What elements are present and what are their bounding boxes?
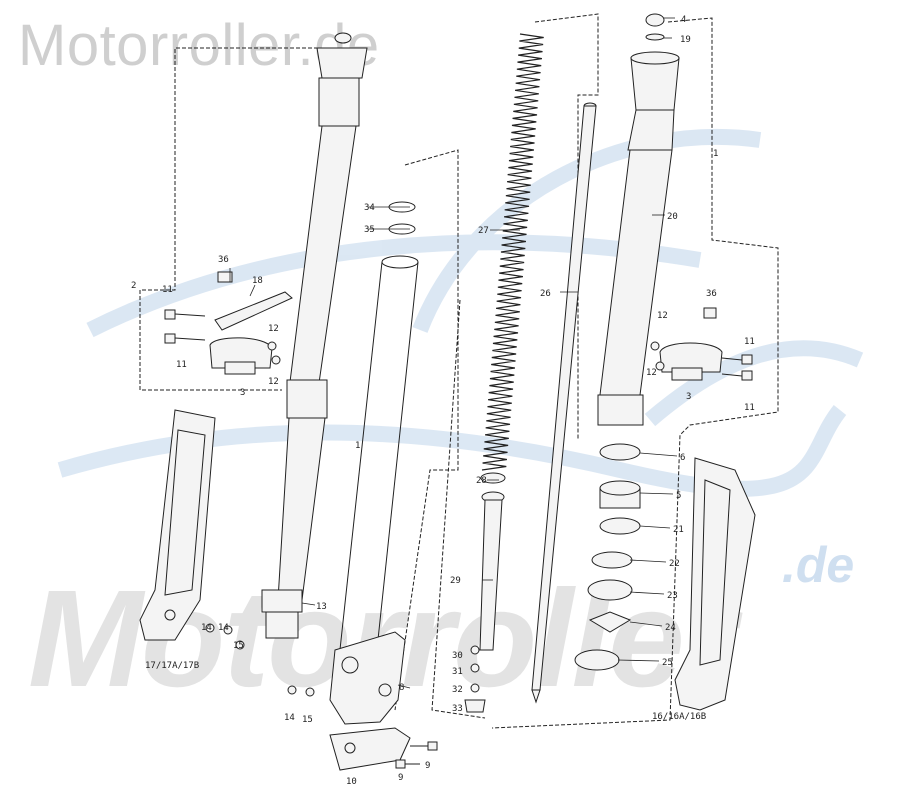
callout-9-b: 9 — [398, 773, 403, 783]
callout-15-b: 15 — [302, 715, 313, 725]
callout-12-right-top: 12 — [657, 311, 668, 321]
left-lower-clamp — [205, 589, 303, 650]
callout-26: 26 — [540, 289, 551, 299]
callout-20: 20 — [667, 212, 678, 222]
callout-11-left-top: 11 — [162, 285, 173, 295]
callout-2: 2 — [131, 281, 136, 291]
callout-32: 32 — [452, 685, 463, 695]
fork-bottom — [329, 631, 406, 725]
right-clamp — [650, 307, 753, 381]
callout-18: 18 — [252, 276, 263, 286]
callout-14-c: 14 — [284, 713, 295, 723]
callout-30: 30 — [452, 651, 463, 661]
callout-35: 35 — [364, 225, 375, 235]
callout-36-left: 36 — [218, 255, 229, 265]
callout-17: 17/17A/17B — [145, 661, 199, 671]
callout-14-a: 14 — [201, 623, 212, 633]
callout-33: 33 — [452, 704, 463, 714]
callout-labels: 4 19 1 20 27 26 34 35 36 18 2 11 11 12 1… — [131, 15, 755, 787]
callout-11-right-bottom: 11 — [744, 403, 755, 413]
callout-1-center: 1 — [355, 441, 360, 451]
callout-31: 31 — [452, 667, 463, 677]
left-fork-guard — [139, 409, 216, 641]
callout-29: 29 — [450, 576, 461, 586]
callout-6: 6 — [680, 453, 685, 463]
callout-4: 4 — [681, 15, 686, 25]
cable-holder — [214, 271, 293, 331]
callout-3-left: 3 — [240, 388, 245, 398]
callout-24: 24 — [665, 623, 676, 633]
bracket-part-1 — [491, 17, 779, 729]
long-rod — [531, 102, 597, 704]
callout-3-right: 3 — [686, 392, 691, 402]
callout-14-b: 14 — [218, 623, 229, 633]
callout-11-left-bottom: 11 — [176, 360, 187, 370]
callout-16: 16/16A/16B — [652, 712, 706, 722]
callout-27: 27 — [478, 226, 489, 236]
callout-15-a: 15 — [233, 641, 244, 651]
callout-12-left-top: 12 — [268, 324, 279, 334]
fork-spring — [481, 33, 544, 471]
bracket-center — [394, 149, 459, 711]
callout-11-right-top: 11 — [744, 337, 755, 347]
callout-8: 8 — [399, 683, 404, 693]
left-bolts — [164, 309, 281, 365]
watermark-top: Motorroller.de — [18, 13, 380, 78]
callout-9-a: 9 — [425, 761, 430, 771]
watermark-suffix: .de — [782, 537, 855, 593]
callout-21: 21 — [673, 525, 684, 535]
callout-28: 28 — [476, 476, 487, 486]
callout-23: 23 — [667, 591, 678, 601]
left-fork-tube — [277, 32, 368, 601]
seal-stack — [574, 443, 641, 671]
bracket-part-2 — [139, 47, 330, 391]
callout-22: 22 — [669, 559, 680, 569]
callout-12-left-bottom: 12 — [268, 377, 279, 387]
left-clamp — [209, 337, 273, 375]
callout-10: 10 — [346, 777, 357, 787]
callout-36-right: 36 — [706, 289, 717, 299]
right-fork-tube — [597, 13, 680, 426]
callout-19: 19 — [680, 35, 691, 45]
callout-13: 13 — [316, 602, 327, 612]
callout-1-right: 1 — [713, 149, 718, 159]
leader-lines — [229, 17, 678, 689]
callout-34: 34 — [364, 203, 375, 213]
callout-12-right-bottom: 12 — [646, 368, 657, 378]
callout-5: 5 — [676, 491, 681, 501]
callout-25: 25 — [662, 658, 673, 668]
bracket-damper — [431, 299, 486, 719]
right-fork-guard — [674, 457, 756, 711]
damper-rod — [464, 472, 506, 713]
center-inner-tube — [337, 255, 419, 669]
lower-bolts — [287, 685, 438, 769]
